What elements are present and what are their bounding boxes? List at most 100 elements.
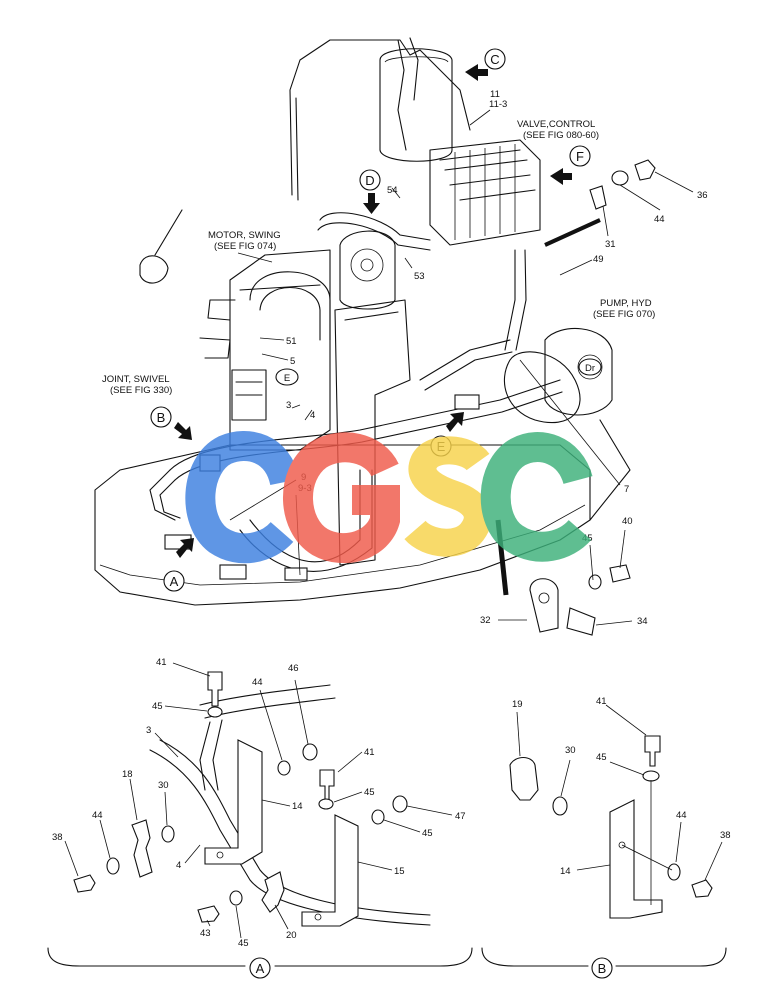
arrow-F <box>550 168 572 185</box>
bolt-41-mid <box>319 769 335 801</box>
bolt-38-b <box>691 879 713 898</box>
bolt-36 <box>634 159 656 181</box>
clip-19 <box>509 756 539 801</box>
oil-tank <box>379 48 453 162</box>
marker-E-small <box>275 368 299 386</box>
part-number: 44 <box>654 214 665 225</box>
arrow-C <box>465 64 488 81</box>
part-number: 14 <box>560 866 571 877</box>
leader-lines-detail-A <box>64 662 453 939</box>
watermark-letter-c2 <box>480 432 593 562</box>
detail-B <box>509 735 713 919</box>
marker-Dr-label: Dr <box>585 363 595 374</box>
part-number: 30 <box>565 745 576 756</box>
part-number: 4 <box>176 860 181 871</box>
bracket-15 <box>301 814 359 927</box>
marker-Dr <box>578 358 602 376</box>
collar-34 <box>566 607 596 636</box>
washer-45-top <box>207 706 223 718</box>
bracket-foot <box>454 394 480 410</box>
swivel-joint <box>231 369 267 421</box>
part-number: 11 <box>490 89 500 100</box>
detail-B-bracket <box>481 947 727 967</box>
marker-F-label: F <box>576 149 584 164</box>
watermark-letter-s <box>404 436 492 557</box>
leader-lines-detail-B <box>516 704 723 905</box>
marker-B <box>150 406 172 428</box>
bolt-43 <box>197 905 220 923</box>
bracket-14 <box>204 739 263 865</box>
watermark-letter-g <box>283 432 400 564</box>
clip-20 <box>261 871 285 913</box>
part-number: 54 <box>387 185 398 196</box>
motor-swing-fig: (SEE FIG 074) <box>214 241 276 252</box>
watermark-letter-c1 <box>185 431 300 564</box>
pump-hyd-label: PUMP, HYD <box>600 298 652 309</box>
part-number: 44 <box>252 677 263 688</box>
part-number: 4 <box>310 410 315 421</box>
part-number: 45 <box>596 752 607 763</box>
part-number: 11-3 <box>489 99 507 110</box>
marker-D-label: D <box>365 173 374 188</box>
joint-swivel-label: JOINT, SWIVEL <box>102 374 170 385</box>
washer-45 <box>588 574 602 590</box>
part-number: 53 <box>414 271 425 282</box>
part-number: 41 <box>596 696 607 707</box>
marker-C-label: C <box>490 52 499 67</box>
marker-D <box>359 169 381 191</box>
part-number: 5 <box>290 356 295 367</box>
part-number: 30 <box>158 780 169 791</box>
bolt-40 <box>609 564 631 583</box>
part-number: 40 <box>622 516 633 527</box>
detail-A-marker <box>249 957 271 979</box>
clip-18 <box>131 819 153 878</box>
valve-control-label: VALVE,CONTROL <box>517 119 595 130</box>
marker-A <box>163 570 185 592</box>
hydraulic-pump <box>544 327 613 416</box>
part-number: 31 <box>605 239 616 250</box>
bolt-41-b <box>644 735 661 767</box>
part-number: 18 <box>122 769 133 780</box>
detail-parts-top-right <box>529 159 656 636</box>
clamp-part-32 <box>529 578 559 633</box>
collar-30-b <box>552 796 568 816</box>
part-number: 45 <box>364 787 375 798</box>
clip-part-31 <box>589 185 607 210</box>
part-number: 32 <box>480 615 491 626</box>
bracket-foot <box>219 564 247 580</box>
bolt-38 <box>73 874 96 893</box>
motor-swing-label: MOTOR, SWING <box>208 230 281 241</box>
part-numbers-detail-A: 41 45 46 44 3 41 45 47 45 18 30 14 15 38… <box>52 657 466 949</box>
part-number: 44 <box>92 810 103 821</box>
washer-45-mid <box>318 798 334 810</box>
detail-A <box>73 671 431 927</box>
arrow-A <box>176 538 194 558</box>
part-number: 38 <box>720 830 731 841</box>
pump-hyd-fig: (SEE FIG 070) <box>593 309 655 320</box>
detail-A-bracket <box>47 947 473 967</box>
clamp <box>284 567 308 581</box>
marker-B-label: B <box>157 410 166 425</box>
arrow-E <box>446 412 464 432</box>
marker-C <box>484 48 506 70</box>
part-number: 38 <box>52 832 63 843</box>
collar-47 <box>392 795 408 813</box>
bracket-14-b <box>609 799 663 919</box>
washer-44 <box>611 170 629 186</box>
detail-A-label: A <box>256 961 265 976</box>
swing-motor <box>339 230 396 310</box>
part-number: 15 <box>394 866 405 877</box>
part-number: 20 <box>286 930 297 941</box>
bolt-41-top <box>207 671 223 707</box>
washer-44-b <box>667 863 681 881</box>
arrow-D <box>363 193 380 214</box>
part-number: 46 <box>288 663 299 674</box>
cgsc-watermark <box>185 431 593 564</box>
collar-30 <box>161 825 175 843</box>
collar-46 <box>302 743 318 761</box>
marker-F <box>569 145 591 167</box>
marker-A-label: A <box>170 574 179 589</box>
tank-outline <box>289 39 471 201</box>
marker-E-small-label: E <box>284 373 290 384</box>
